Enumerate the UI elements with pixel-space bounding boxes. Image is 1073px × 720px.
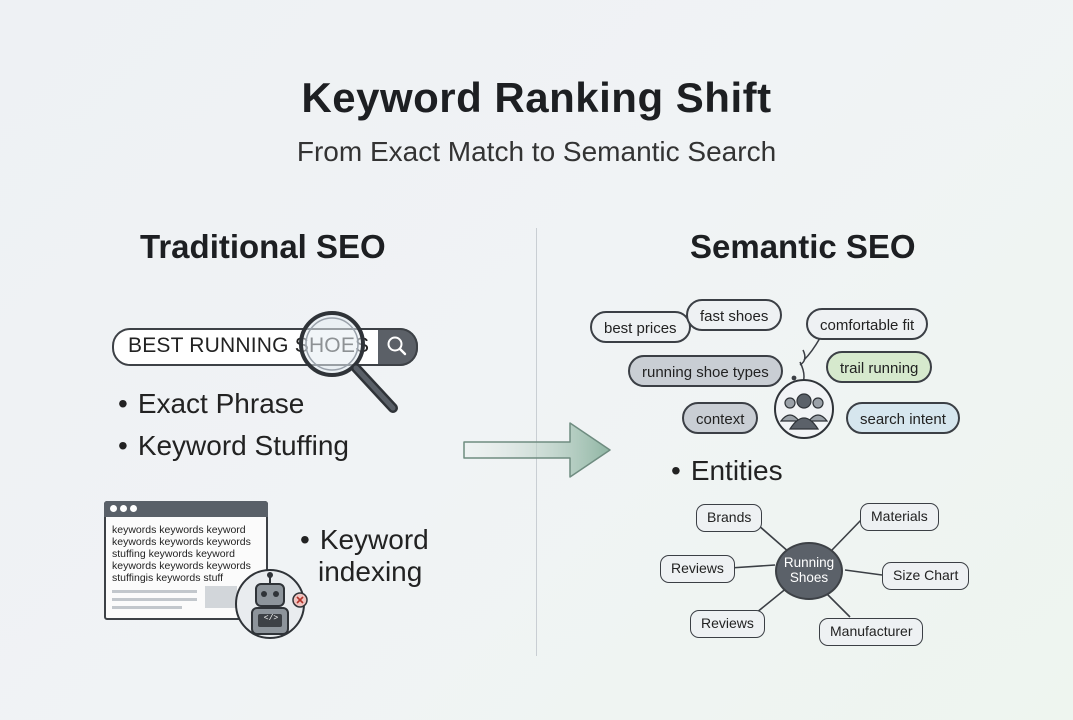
robot-screen-code: </> xyxy=(263,614,279,623)
entity-node-brands: Brands xyxy=(696,504,763,532)
bubble-best-prices: best prices xyxy=(590,311,691,343)
bullet-entities: Entities xyxy=(671,455,783,487)
bubble-running-shoe-types: running shoe types xyxy=(628,355,783,387)
bullet-keyword-indexing: Keyword xyxy=(300,524,429,556)
window-dot-icon xyxy=(120,505,127,512)
placeholder-block xyxy=(205,586,237,608)
stuffed-text-line: keywords keywords keywords xyxy=(112,536,251,548)
entity-node-materials: Materials xyxy=(860,503,939,531)
window-dot-icon xyxy=(130,505,137,512)
search-button xyxy=(378,328,418,366)
entity-center-node: Running Shoes xyxy=(775,542,843,600)
bullet-keyword-indexing-line2: indexing xyxy=(318,556,423,587)
placeholder-line xyxy=(112,606,182,609)
entity-node-manufacturer: Manufacturer xyxy=(819,618,924,646)
search-icon xyxy=(387,336,407,356)
entity-node-reviews: Reviews xyxy=(660,555,735,583)
placeholder-line xyxy=(112,598,197,601)
entity-graph-edges xyxy=(729,518,883,618)
bubble-search-intent: search intent xyxy=(846,402,960,434)
bubble-fast-shoes: fast shoes xyxy=(686,299,783,331)
stuffed-text-line: keywords keywords keywords xyxy=(112,560,251,572)
window-dot-icon xyxy=(110,505,117,512)
stuffed-text-line: stuffingis keywords stuff xyxy=(112,572,224,584)
entity-node-reviews-2: Reviews xyxy=(690,610,765,638)
bullet-keyword-stuffing: Keyword Stuffing xyxy=(118,430,349,462)
shift-arrow-icon xyxy=(463,422,611,478)
page-title: Keyword Ranking Shift xyxy=(301,74,772,121)
stuffed-text-line: stuffing keywords keyword xyxy=(112,548,235,560)
traditional-seo-heading: Traditional SEO xyxy=(140,228,386,265)
people-group-icon xyxy=(774,379,834,439)
center-node-line2: Shoes xyxy=(789,570,829,585)
entity-node-size-chart: Size Chart xyxy=(882,562,970,590)
browser-titlebar xyxy=(104,501,268,517)
stuffed-text-line: keywords keywords keyword xyxy=(112,524,246,536)
bubble-trail-running: trail running xyxy=(826,351,933,383)
magnifying-glass-icon xyxy=(299,311,398,413)
bullet-exact-phrase: Exact Phrase xyxy=(118,388,305,420)
bubble-comfortable-fit: comfortable fit xyxy=(806,308,929,340)
semantic-seo-heading: Semantic SEO xyxy=(690,228,916,265)
bubble-context: context xyxy=(682,402,759,434)
placeholder-line xyxy=(112,590,197,593)
robot-icon xyxy=(235,569,308,639)
page-subtitle: From Exact Match to Semantic Search xyxy=(296,136,777,167)
center-node-line1: Running xyxy=(783,555,835,570)
search-bar xyxy=(112,328,418,366)
